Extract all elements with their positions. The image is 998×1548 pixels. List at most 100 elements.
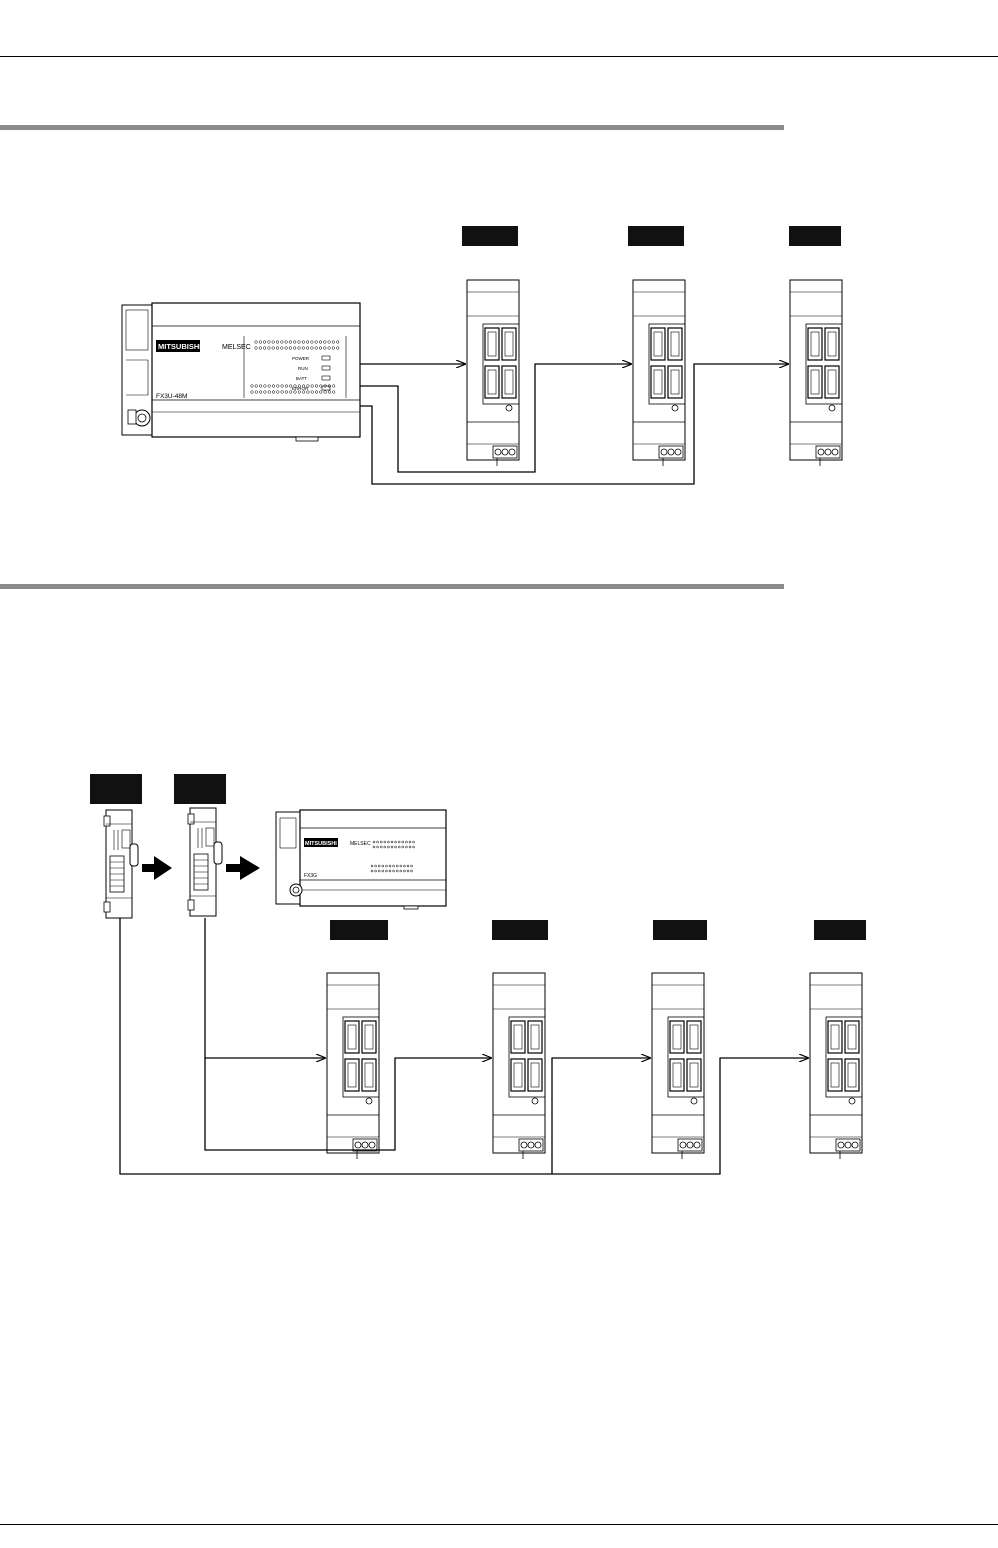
section-divider-2 [0, 584, 784, 589]
io-led-dot [306, 340, 310, 344]
io-led-dot [275, 346, 280, 350]
io-led-dot [403, 864, 406, 868]
io-led-dot [394, 840, 397, 844]
io-led-dot [331, 340, 335, 344]
io-led-dot [306, 346, 310, 350]
io-led-dot [288, 346, 292, 350]
io-led-dot [401, 845, 405, 849]
servo-amplifier-a [326, 972, 380, 1160]
io-led-dot [379, 840, 383, 844]
io-led-dot [388, 869, 392, 873]
plc-series-label: MELSEC [222, 344, 251, 351]
io-led-dot [297, 384, 301, 388]
io-led-dot [374, 869, 377, 873]
io-led-dot [374, 864, 377, 868]
io-led-dot [395, 864, 399, 868]
servo-amp-tag-c [653, 920, 707, 940]
io-led-dot [370, 864, 374, 868]
plc-model-label: FX3U-48M [156, 393, 187, 400]
io-led-dot [263, 384, 267, 388]
io-led-dot [310, 346, 314, 350]
servo-amp-tag-b [492, 920, 548, 940]
insert-arrow-2 [226, 856, 260, 880]
io-led-dot [306, 384, 310, 388]
servo-amp-tag-2 [628, 226, 684, 246]
servo-amp-tag-d [814, 920, 866, 940]
io-led-dot [383, 845, 387, 849]
io-led-dot [381, 864, 385, 868]
io-led-dot [379, 845, 383, 849]
servo-amplifier-b [492, 972, 546, 1160]
io-led-dot [263, 346, 267, 350]
io-led-dot [327, 390, 331, 394]
io-led-dot [271, 346, 275, 350]
io-led-dot [327, 346, 331, 350]
io-led-dot [289, 390, 293, 394]
insert-arrow-1 [142, 856, 172, 880]
io-led-dot [332, 390, 336, 394]
io-led-dot [397, 840, 401, 844]
io-led-dot [406, 864, 410, 868]
io-led-dot [318, 346, 323, 350]
io-led-dot [254, 384, 258, 388]
io-led-dot [387, 845, 390, 849]
io-led-dot [377, 864, 381, 868]
io-led-dot [395, 869, 399, 873]
io-led-dot [314, 384, 319, 388]
io-led-dot [297, 346, 301, 350]
io-led-dot [276, 390, 280, 394]
led-label-batt: BATT [296, 376, 307, 381]
servo-amp-tag-a [330, 920, 388, 940]
plc2-model-label: FX3G [304, 873, 317, 879]
io-led-dot [412, 845, 415, 849]
io-led-dot [267, 340, 271, 344]
io-led-dot [263, 340, 267, 344]
io-led-dot [267, 384, 271, 388]
io-led-dot [254, 390, 258, 394]
io-led-dot [259, 384, 263, 388]
servo-amplifier-1 [466, 279, 520, 467]
io-led-dot [397, 845, 401, 849]
io-led-dot [297, 340, 301, 344]
io-led-dot [297, 390, 301, 394]
io-led-dot [385, 869, 388, 873]
servo-amp-tag-3 [789, 226, 841, 246]
plc2-brand-label: MITSUBISHI [305, 841, 337, 847]
io-led-dot [390, 840, 394, 844]
io-led-dot [392, 869, 395, 873]
io-led-dot [271, 340, 275, 344]
io-led-dot [289, 384, 293, 388]
io-led-dot [388, 864, 392, 868]
servo-amplifier-d [809, 972, 863, 1160]
module-tag-1 [90, 774, 142, 804]
io-led-dot [372, 845, 376, 849]
io-led-dot [293, 384, 297, 388]
plc2-series-label: MELSEC [350, 841, 371, 847]
io-led-dot [284, 346, 288, 350]
io-led-dot [271, 390, 276, 394]
io-led-dot [387, 840, 390, 844]
io-led-dot [293, 346, 297, 350]
expansion-module-1 [103, 809, 139, 919]
io-led-dot [275, 340, 280, 344]
header-rule [0, 56, 998, 57]
plc-brand-label: MITSUBISHI [158, 342, 201, 351]
io-led-dot [336, 340, 340, 344]
io-led-dot [331, 346, 335, 350]
io-led-dot [314, 390, 319, 394]
io-led-dot [394, 845, 397, 849]
io-led-dot [310, 390, 314, 394]
io-led-dot [267, 346, 271, 350]
io-led-dot [336, 346, 340, 350]
io-led-dot [408, 845, 412, 849]
io-led-dot [319, 390, 323, 394]
expansion-module-2 [187, 807, 223, 917]
io-led-dot [276, 384, 280, 388]
led-label-error: ERROR [292, 386, 309, 391]
io-led-dot [301, 340, 305, 344]
plc-main-unit-2: MITSUBISHI MELSEC FX3G [275, 809, 447, 910]
led-label-power: POWER [292, 356, 310, 361]
io-led-dot [293, 340, 297, 344]
io-led-dot [392, 864, 395, 868]
io-led-dot [254, 346, 258, 350]
